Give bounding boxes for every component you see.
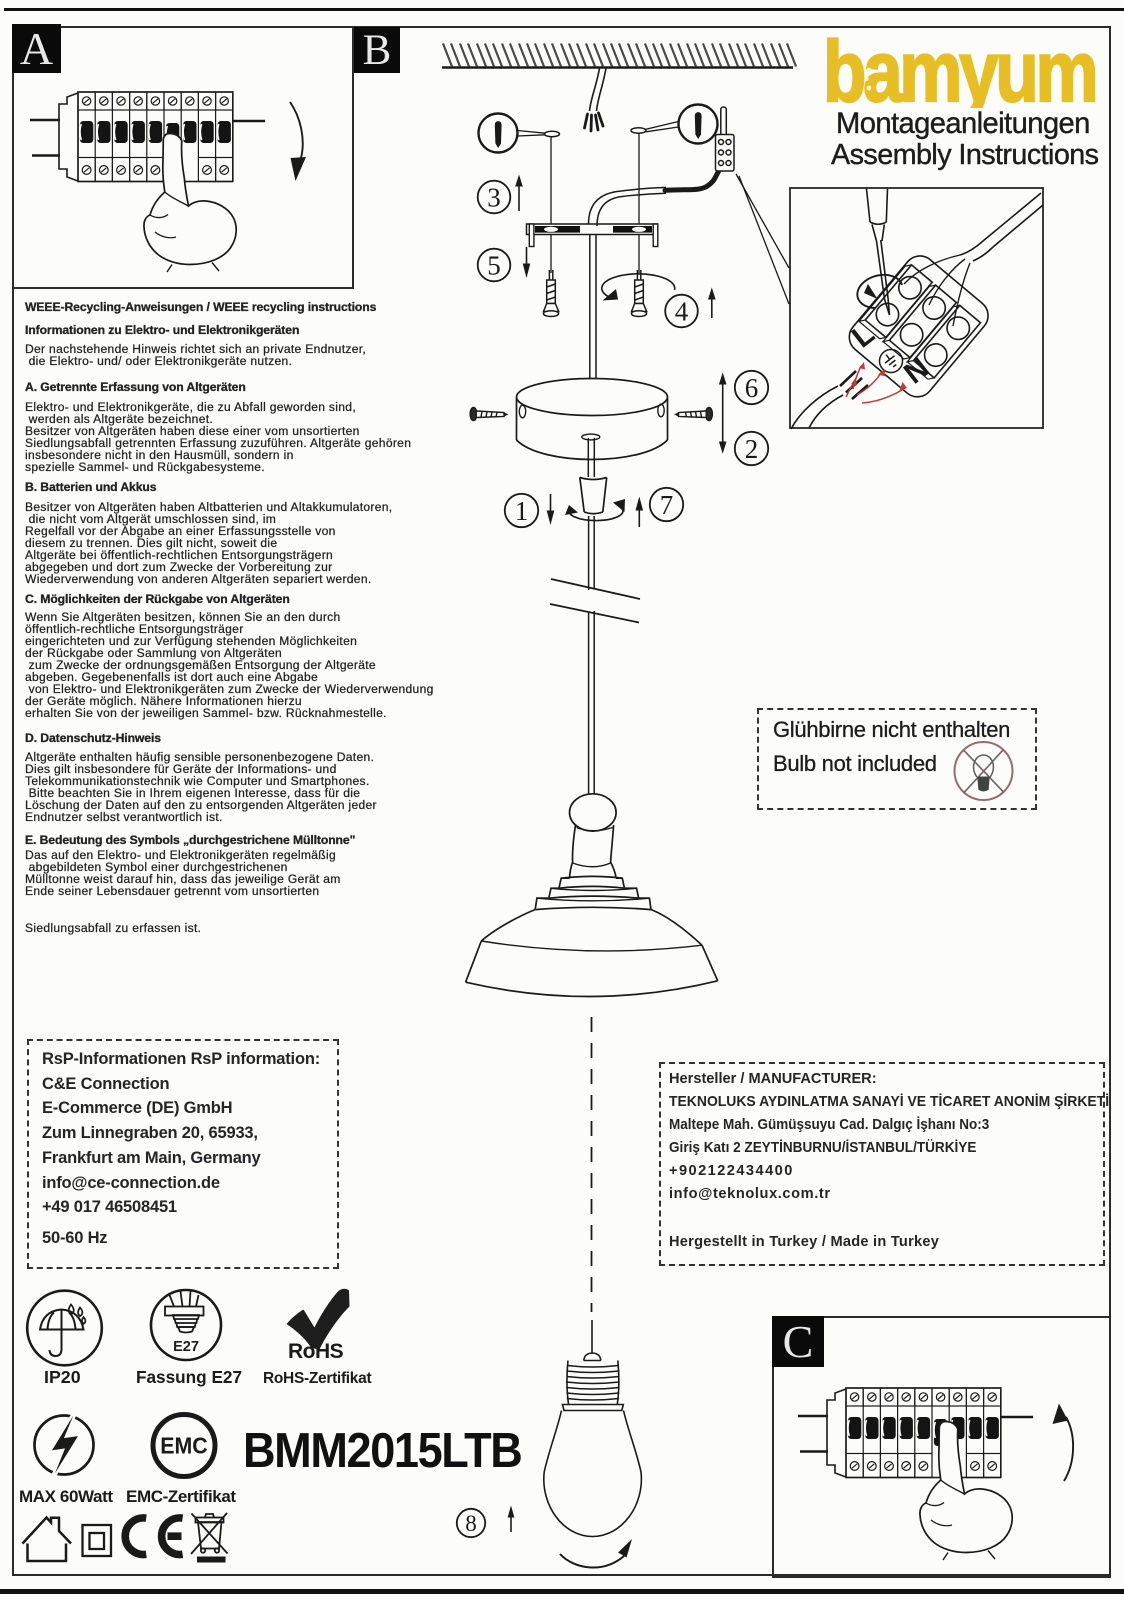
svg-text:3: 3 xyxy=(487,183,501,213)
svg-text:4: 4 xyxy=(675,297,689,327)
svg-text:E27: E27 xyxy=(173,1339,199,1355)
svg-text:6: 6 xyxy=(745,373,759,403)
svg-text:8: 8 xyxy=(465,1511,477,1536)
svg-text:7: 7 xyxy=(660,490,674,520)
svg-text:EMC: EMC xyxy=(160,1433,207,1459)
svg-text:5: 5 xyxy=(487,251,501,281)
svg-text:2: 2 xyxy=(745,434,759,464)
svg-text:1: 1 xyxy=(515,496,529,526)
